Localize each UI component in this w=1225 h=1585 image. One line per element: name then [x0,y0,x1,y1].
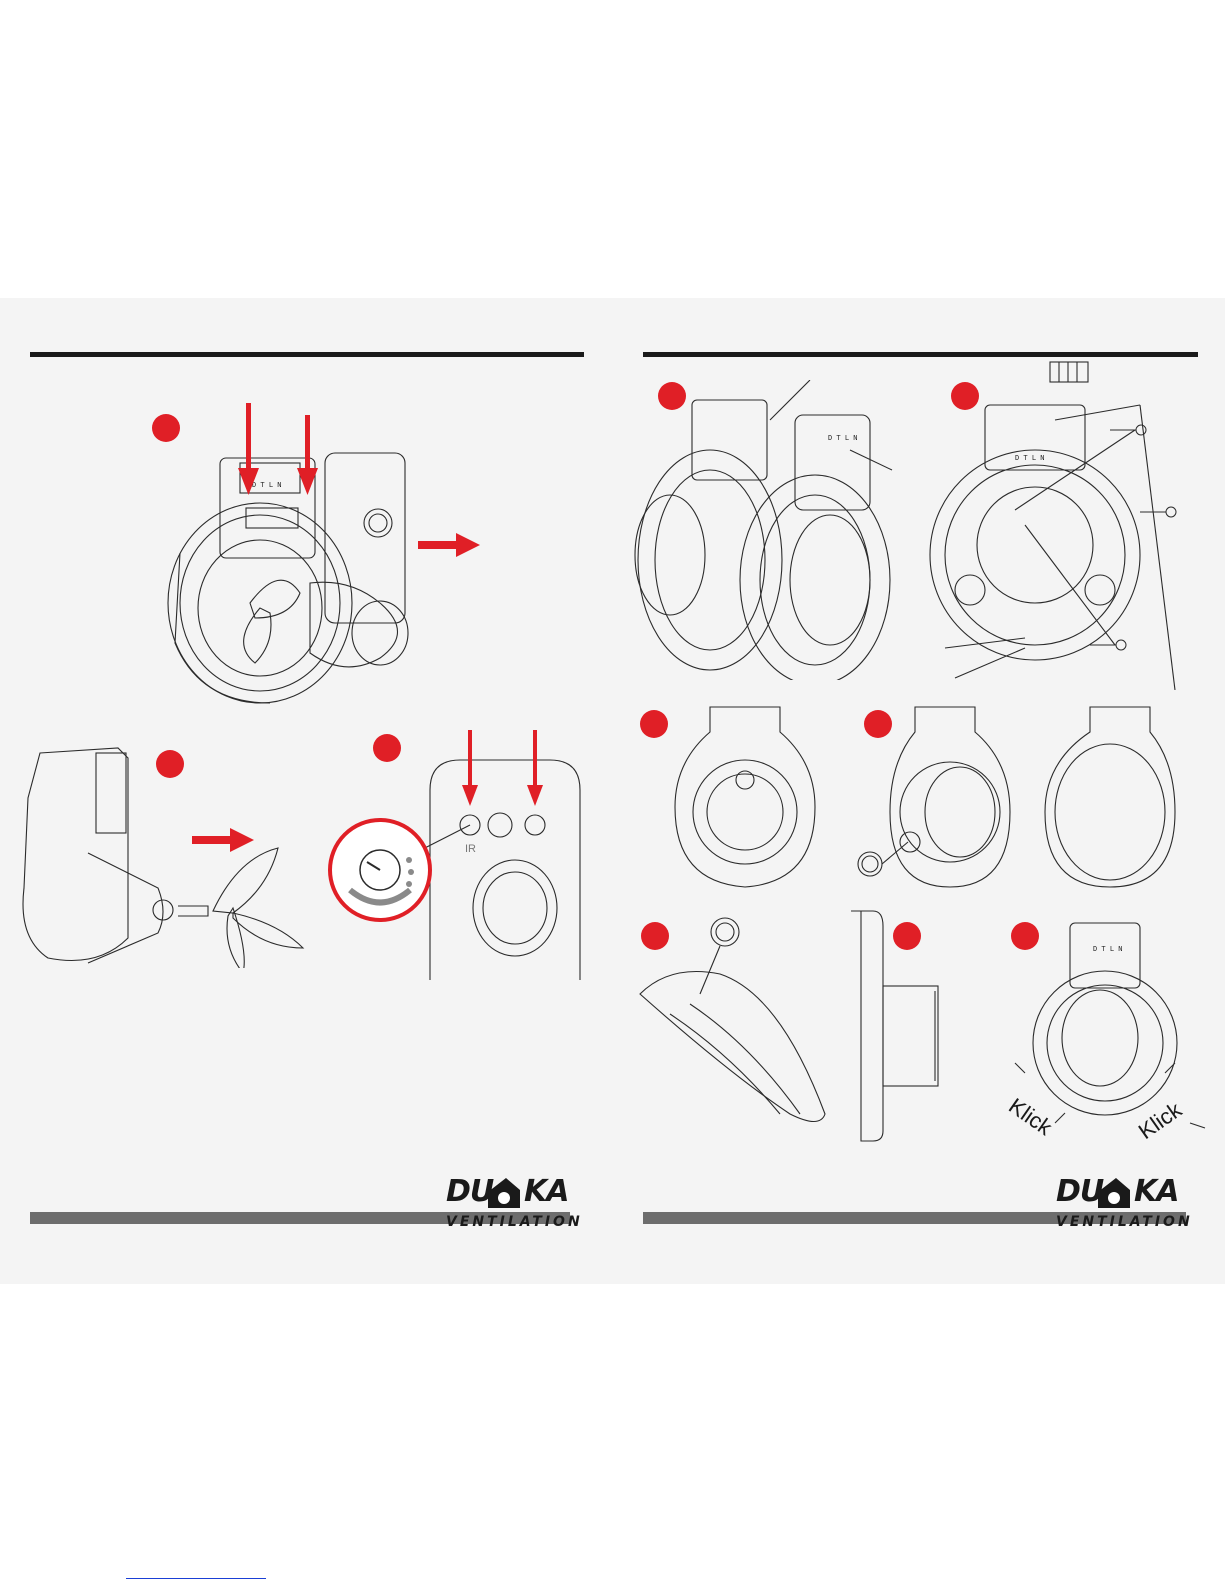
left-page: D T L N [0,298,600,1284]
terminal-text-right-1: D T L N [828,434,858,442]
brand-word-ka: KA [524,1174,568,1209]
manual-spread: D T L N [0,298,1225,1284]
fan-removal-illustration: D T L N [160,403,520,713]
step-marker-right-3 [640,710,668,738]
front-ring-illustration [665,702,825,892]
right-page: D T L N [625,298,1225,1284]
footnote-link-underline[interactable] [126,1578,266,1579]
grommet-insertion-illustration [850,702,1180,892]
terminal-text-right-2: D T L N [1015,454,1045,462]
brand-word-ka: KA [1134,1174,1178,1209]
right-top-rule [643,352,1198,357]
seal-ring-illustration [630,914,835,1144]
left-brand-logo: DU KA VENTILATION [440,1174,580,1244]
housing-separation-illustration: D T L N [630,380,920,680]
house-icon [486,1176,522,1210]
ir-label: IR [465,843,476,855]
house-icon [1096,1176,1132,1210]
side-profile-illustration [843,906,953,1146]
wall-mount-screws-illustration: D T L N [925,360,1220,690]
right-brand-logo: DU KA VENTILATION [1050,1174,1190,1244]
left-top-rule [30,352,584,357]
terminal-text-left: D T L N [252,481,282,489]
terminal-text-right-3: D T L N [1093,945,1123,953]
brand-tagline: VENTILATION [1056,1214,1193,1230]
propeller-removal-illustration [18,738,328,968]
controller-adjust-illustration [325,730,595,990]
brand-tagline: VENTILATION [446,1214,583,1230]
